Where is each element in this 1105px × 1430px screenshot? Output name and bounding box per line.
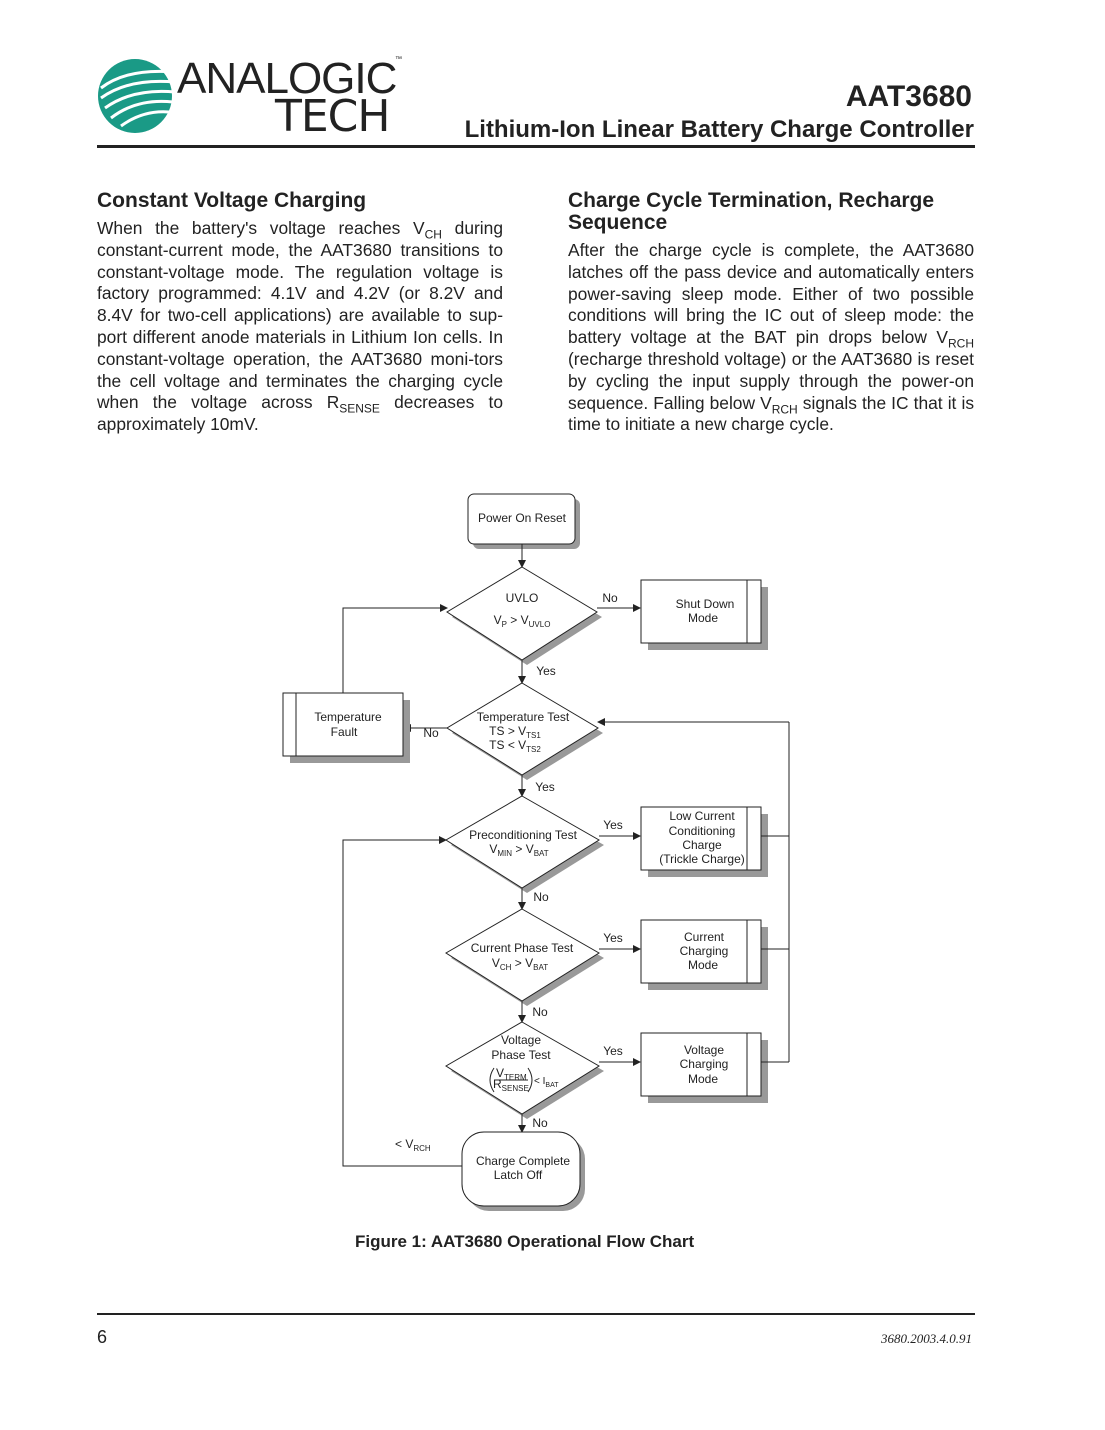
temperature-fault-node: Temperature Fault [282, 692, 410, 763]
svg-text:Phase Test: Phase Test [491, 1048, 551, 1062]
yes-label: Yes [603, 931, 623, 945]
svg-text:TS > VTS1: TS > VTS1 [489, 724, 541, 740]
svg-text:Mode: Mode [688, 958, 718, 972]
current-phase-test-decision: Current Phase Test VCH > VBAT [445, 908, 604, 1006]
no-label: No [533, 890, 549, 904]
svg-text:UVLO: UVLO [506, 591, 539, 605]
voltage-charging-mode-node: Voltage Charging Mode [640, 1032, 768, 1103]
svg-text:VP > VUVLO: VP > VUVLO [494, 613, 551, 629]
svg-text:VCH > VBAT: VCH > VBAT [492, 956, 548, 972]
svg-text:(Trickle Charge): (Trickle Charge) [659, 852, 745, 866]
svg-text:Voltage: Voltage [501, 1033, 541, 1047]
logo-trademark: ™ [395, 56, 402, 63]
logo-text-tech: TECH [275, 91, 390, 142]
yes-label: Yes [535, 780, 555, 794]
power-on-reset-node: Power On Reset [467, 493, 580, 549]
no-label: No [602, 591, 618, 605]
svg-text:Temperature Test: Temperature Test [477, 710, 570, 724]
section-constant-voltage: Constant Voltage Charging When the batte… [97, 190, 503, 436]
no-label: No [423, 726, 439, 740]
svg-text:Temperature: Temperature [314, 710, 382, 724]
logo-mark-icon [98, 59, 176, 133]
low-current-conditioning-node: Low Current Conditioning Charge (Trickle… [640, 806, 768, 877]
yes-label: Yes [603, 1044, 623, 1058]
charge-complete-node: Charge Complete Latch Off [461, 1131, 585, 1211]
yes-label: Yes [536, 664, 556, 678]
svg-text:Current Phase Test: Current Phase Test [471, 941, 574, 955]
document-number: 3680.2003.4.0.91 [881, 1331, 972, 1346]
svg-text:Mode: Mode [688, 611, 718, 625]
preconditioning-test-decision: Preconditioning Test VMIN > VBAT [445, 795, 604, 893]
svg-text:Charging: Charging [680, 944, 729, 958]
temperature-test-decision: Temperature Test TS > VTS1 TS < VTS2 [446, 682, 603, 780]
uvlo-decision: UVLO VP > VUVLO [446, 566, 602, 665]
svg-text:Charge Complete: Charge Complete [476, 1154, 570, 1168]
voltage-phase-test-decision: Voltage Phase Test VTERM RSENSE < IBAT [445, 1021, 604, 1119]
svg-text:Power On Reset: Power On Reset [478, 511, 567, 525]
yes-label: Yes [603, 818, 623, 832]
shut-down-mode-node: Shut Down Mode [640, 579, 768, 650]
svg-text:TS < VTS2: TS < VTS2 [489, 738, 541, 754]
svg-text:Shut Down: Shut Down [676, 597, 735, 611]
svg-text:RSENSE: RSENSE [493, 1077, 529, 1093]
current-charging-mode-node: Current Charging Mode [640, 919, 768, 990]
svg-text:VTERM: VTERM [496, 1066, 527, 1082]
svg-text:Fault: Fault [331, 725, 358, 739]
svg-text:Charge: Charge [682, 838, 722, 852]
document-subtitle: Lithium-Ion Linear Battery Charge Contro… [464, 116, 974, 143]
section-charge-termination: Charge Cycle Termination, Recharge Seque… [568, 190, 974, 436]
svg-text:Voltage: Voltage [684, 1043, 724, 1057]
section-body: After the charge cycle is complete, the … [568, 240, 975, 435]
vrch-label: < VRCH [395, 1137, 431, 1153]
svg-text:Low Current: Low Current [669, 809, 735, 823]
svg-text:Mode: Mode [688, 1072, 718, 1086]
svg-text:Conditioning: Conditioning [669, 824, 736, 838]
svg-text:VMIN > VBAT: VMIN > VBAT [489, 842, 548, 858]
logo-text-analogic: ANALOGIC [177, 54, 397, 103]
page-number: 6 [97, 1327, 108, 1347]
svg-text:Preconditioning Test: Preconditioning Test [469, 828, 578, 842]
no-label: No [532, 1116, 548, 1130]
no-label: No [532, 1005, 548, 1019]
part-number: AAT3680 [845, 80, 972, 113]
footer-divider [97, 1313, 975, 1315]
analogictech-logo: ANALOGIC TECH ™ [97, 54, 417, 142]
section-heading: Charge Cycle Termination, Recharge Seque… [568, 189, 935, 234]
svg-text:< IBAT: < IBAT [534, 1076, 559, 1089]
section-body: When the battery's voltage reaches VCH d… [97, 218, 503, 435]
svg-text:Current: Current [684, 930, 725, 944]
header-divider [97, 145, 975, 148]
svg-text:Charging: Charging [680, 1057, 729, 1071]
figure-caption: Figure 1: AAT3680 Operational Flow Chart [355, 1232, 695, 1251]
section-heading: Constant Voltage Charging [97, 189, 367, 212]
svg-text:Latch Off: Latch Off [494, 1168, 543, 1182]
